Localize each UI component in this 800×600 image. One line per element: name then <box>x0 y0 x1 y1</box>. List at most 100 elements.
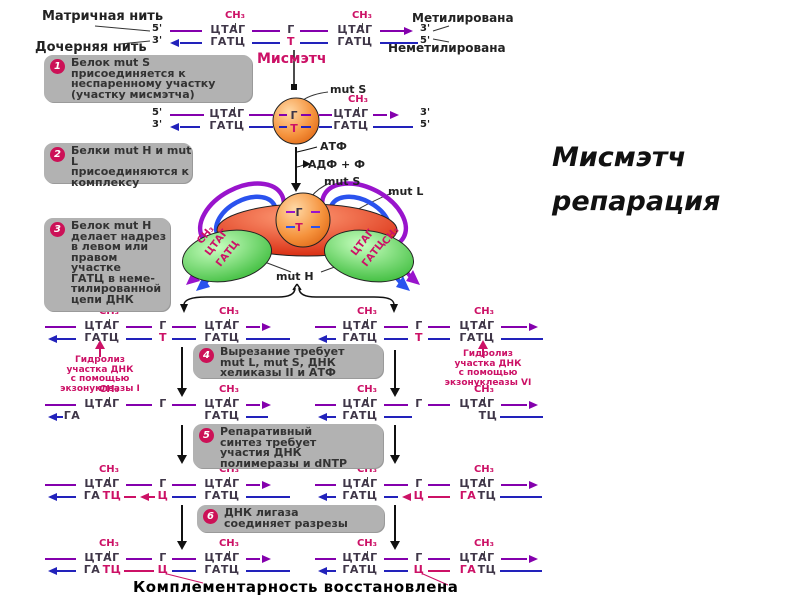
dna-base: ЦТАГ <box>342 477 378 490</box>
dna-strand-segment <box>373 126 413 128</box>
prime-label: 5' <box>152 23 163 34</box>
dna-base: Г <box>415 397 423 410</box>
step-text-line: в левом или <box>71 240 149 253</box>
dna-strand-segment <box>300 42 328 44</box>
dna-strand-segment <box>319 126 332 128</box>
dna-base: ТЦ <box>478 409 498 422</box>
dna-strand-segment <box>428 558 450 560</box>
dna-strand-segment <box>172 558 196 560</box>
step-text-line: хеликазы II и АТФ <box>220 366 336 379</box>
mut-h-left-protein <box>181 229 273 283</box>
dna-base: ГА <box>83 563 101 576</box>
dna-base: ЦТАГ <box>204 319 240 332</box>
step-text-line: комплексу <box>71 175 140 189</box>
step-text-line: mut L, mut S, ДНК <box>220 355 336 369</box>
prime-label: 3' <box>152 119 163 130</box>
label-mut-s: mut S <box>330 83 367 96</box>
step-number-badge: 5 <box>199 428 214 443</box>
dna-base: ГАТЦ <box>204 563 240 576</box>
strand-arrow-left-icon <box>48 493 57 501</box>
dna-strand-segment <box>384 338 408 340</box>
step-text-line: ГАТЦ в неме- <box>71 271 155 285</box>
strand-arrow-left-icon <box>318 567 327 575</box>
ch3-bond <box>109 397 110 402</box>
restored-pointer-lines <box>166 573 449 586</box>
dna-strand-segment <box>301 114 311 116</box>
dna-strand-segment <box>124 570 154 572</box>
atp-hydrolysis-arrow <box>291 146 318 192</box>
ch3-label: CH₃ <box>98 306 120 317</box>
label-mismatch: Мисмэтч <box>257 51 327 67</box>
hydrolysis-note-line: с помощью <box>70 374 130 384</box>
base-t-mismatch: Т <box>290 122 298 135</box>
complex-strand-dashes <box>286 211 320 228</box>
dna-strand-segment <box>172 570 196 572</box>
dna-strand-segment <box>279 114 287 116</box>
ch3-bond <box>362 23 363 28</box>
dna-base: ЦТАГ <box>204 551 240 564</box>
dna-strand-segment <box>246 416 268 418</box>
dna-base: ТЦ <box>102 489 122 502</box>
dna-base: Г <box>415 551 423 564</box>
ch3-bond <box>229 319 230 324</box>
ch3-label: CH₃ <box>473 464 495 475</box>
dna-strand-segment <box>428 326 450 328</box>
dna-strand-segment <box>319 114 332 116</box>
dna-base: ЦТАГ <box>333 107 369 120</box>
prime-label: 5' <box>420 35 431 46</box>
dna-base: ЦТАГ <box>337 23 373 36</box>
ch3-label: CH₃ <box>98 538 120 549</box>
dna-base: ГАТЦ <box>84 331 120 344</box>
dna-base: Г <box>159 551 167 564</box>
label-atp: АТФ <box>320 140 347 153</box>
flow-arrows <box>177 347 400 550</box>
ch3-label: CH₃ <box>356 464 378 475</box>
page-title-line2: репарация <box>552 186 721 217</box>
dna-base: ГАТЦ <box>459 331 495 344</box>
dna-strand-segment <box>249 126 273 128</box>
dna-base: Т <box>414 331 424 344</box>
dna-base: Г <box>159 477 167 490</box>
ch3-bond <box>367 397 368 402</box>
prime-label: 5' <box>420 119 431 130</box>
dna-strand-segment <box>500 416 543 418</box>
strand-arrow-right-icon <box>529 481 538 489</box>
step-text-line: Белок mut S <box>71 56 151 69</box>
dna-strand-segment <box>428 484 450 486</box>
ch3-bond <box>367 551 368 556</box>
dna-strand-segment <box>327 570 336 572</box>
strand-arrow-left-icon <box>48 335 57 343</box>
prime-label: 3' <box>420 107 431 118</box>
dna-strand-segment <box>45 404 76 406</box>
dna-base: Ц <box>157 489 169 502</box>
dna-base: Ц <box>413 489 425 502</box>
step-text-line: участия ДНК <box>220 446 302 459</box>
dna-strand-segment <box>384 416 412 418</box>
dna-base: ЦТАГ <box>459 551 495 564</box>
ch3-label: CH₃ <box>351 10 373 21</box>
ch3-bond <box>109 477 110 482</box>
dna-base: ГАТЦ <box>337 35 373 48</box>
step-number-badge: 6 <box>203 509 218 524</box>
dna-base: ЦТАГ <box>84 551 120 564</box>
ch3-bond <box>109 551 110 556</box>
mismatch-pointer <box>291 50 297 90</box>
dna-strand-segment <box>428 338 450 340</box>
dna-strand-segment <box>126 338 152 340</box>
dna-base: ГАТЦ <box>209 119 245 132</box>
dna-base: Г <box>415 319 423 332</box>
dna-base: Г <box>415 477 423 490</box>
dna-strand-segment <box>126 558 152 560</box>
dna-base: ТЦ <box>477 489 497 502</box>
hydrolysis-note-line: участка ДНК <box>66 364 134 375</box>
dna-base: ГАТЦ <box>342 409 378 422</box>
dna-base: Г <box>159 397 167 410</box>
dna-base: ЦТАГ <box>342 319 378 332</box>
hydrolysis-note-line: экзонуклеазы I <box>60 383 140 394</box>
